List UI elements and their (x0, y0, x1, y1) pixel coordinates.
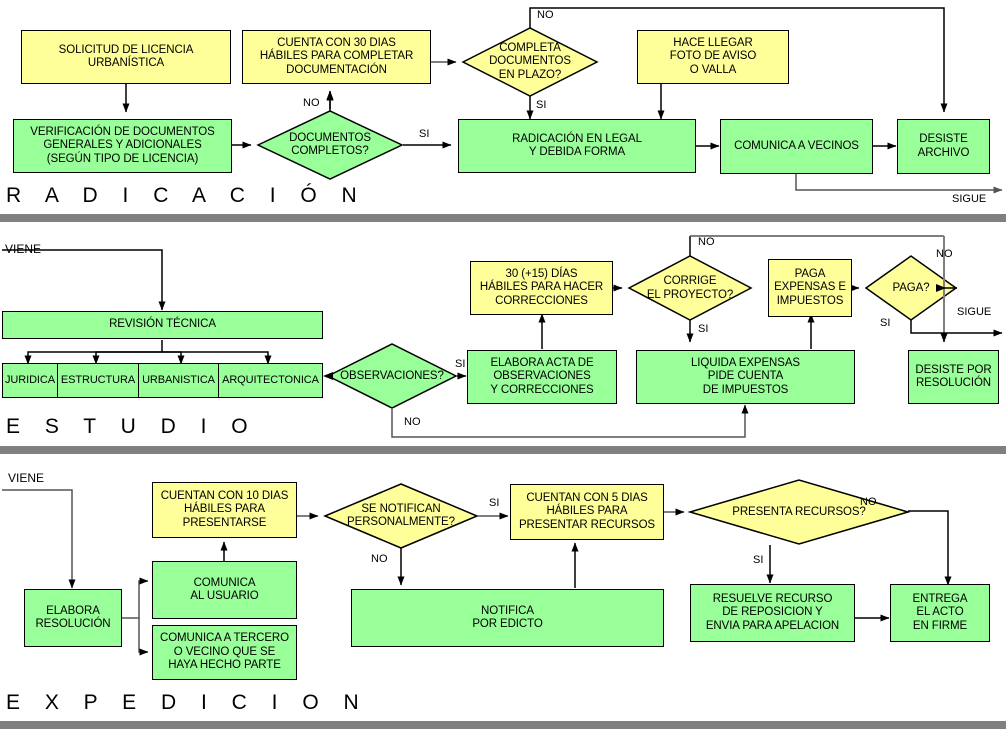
node-resuelve-recurso: RESUELVE RECURSO DE REPOSICION Y ENVIA P… (690, 584, 855, 642)
node-elabora-acta: ELABORA ACTA DE OBSERVACIONES Y CORRECCI… (467, 350, 617, 404)
edge-label-si-paga: SI (880, 317, 891, 329)
node-solicitud-licencia: SOLICITUD DE LICENCIA URBANÍSTICA (21, 30, 231, 84)
node-cuenta-30-dias: CUENTA CON 30 DIAS HÁBILES PARA COMPLETA… (242, 30, 431, 84)
node-notifica-por-edicto: NOTIFICA POR EDICTO (351, 589, 664, 647)
section-title-estudio: E S T U D I O (6, 415, 258, 438)
node-hace-llegar-foto: HACE LLEGAR FOTO DE AVISO O VALLA (637, 30, 789, 84)
node-elabora-resolucion: ELABORA RESOLUCIÓN (24, 589, 122, 647)
section-divider-2 (0, 446, 1006, 454)
node-desiste-por-resolucion: DESISTE POR RESOLUCIÓN (908, 350, 999, 404)
section-divider-3 (0, 721, 1006, 729)
diamond-observaciones (326, 343, 458, 409)
node-revision-tecnica: REVISIÓN TÉCNICA (2, 311, 323, 339)
edge-label-no-se-notifican: NO (371, 553, 388, 565)
label-viene-seccion3: VIENE (8, 471, 45, 485)
edge-label-no-documentos-completos: NO (303, 97, 320, 109)
edge-label-si-documentos-completos: SI (419, 128, 430, 140)
node-30-15-dias: 30 (+15) DÍAS HÁBILES PARA HACER CORRECC… (470, 261, 613, 315)
node-arquitectonica: ARQUITECTONICA (218, 363, 323, 398)
node-comunica-a-tercero: COMUNICA A TERCERO O VECINO QUE SE HAYA … (152, 625, 297, 680)
diamond-corrige-el-proyecto (627, 255, 753, 321)
section-title-radicacion: R A D I C A C I Ó N (6, 184, 367, 207)
edge-label-no-paga: NO (936, 248, 953, 260)
node-cuentan-5-dias: CUENTAN CON 5 DIAS HÁBILES PARA PRESENTA… (510, 484, 664, 540)
edge-label-si-corrige: SI (698, 323, 709, 335)
edge-label-sigue-seccion1: SIGUE (952, 193, 987, 205)
edge-label-no-presenta-recursos: NO (860, 496, 877, 508)
node-entrega-acto-firme: ENTREGA EL ACTO EN FIRME (890, 584, 990, 642)
node-desiste-archivo: DESISTE ARCHIVO (897, 119, 990, 174)
node-radicacion-legal: RADICACIÓN EN LEGAL Y DEBIDA FORMA (458, 119, 696, 173)
edge-label-si-presenta-recursos: SI (753, 554, 764, 566)
diamond-se-notifican-personalmente (323, 483, 479, 549)
edge-label-si-se-notifican: SI (489, 497, 500, 509)
node-comunica-al-usuario: COMUNICA AL USUARIO (152, 561, 297, 619)
edge-label-no-corrige: NO (698, 236, 715, 248)
node-juridica: JURIDICA (2, 363, 58, 398)
diamond-presenta-recursos (687, 479, 911, 545)
node-paga-expensas-impuestos: PAGA EXPENSAS E IMPUESTOS (768, 259, 852, 317)
node-verificacion-documentos: VERIFICACIÓN DE DOCUMENTOS GENERALES Y A… (13, 119, 232, 173)
section-title-expedicion: E X P E D I C I O N (6, 691, 369, 714)
diamond-completa-documentos-en-plazo (461, 27, 599, 97)
edge-label-si-completa-plazo: SI (536, 99, 547, 111)
edge-label-no-observaciones: NO (404, 416, 421, 428)
node-comunica-vecinos: COMUNICA A VECINOS (720, 119, 873, 174)
diamond-documentos-completos (256, 110, 404, 180)
node-cuentan-10-dias: CUENTAN CON 10 DIAS HÁBILES PARA PRESENT… (152, 482, 297, 538)
label-viene-seccion2: VIENE (5, 242, 42, 256)
edge-label-no-completa-plazo: NO (537, 9, 554, 21)
edge-label-sigue-seccion2: SIGUE (957, 306, 992, 318)
section-divider-1 (0, 214, 1006, 222)
node-urbanistica: URBANISTICA (138, 363, 219, 398)
node-estructura: ESTRUCTURA (57, 363, 139, 398)
edge-label-si-observaciones: SI (455, 358, 466, 370)
node-liquida-expensas: LIQUIDA EXPENSAS PIDE CUENTA DE IMPUESTO… (636, 350, 855, 404)
